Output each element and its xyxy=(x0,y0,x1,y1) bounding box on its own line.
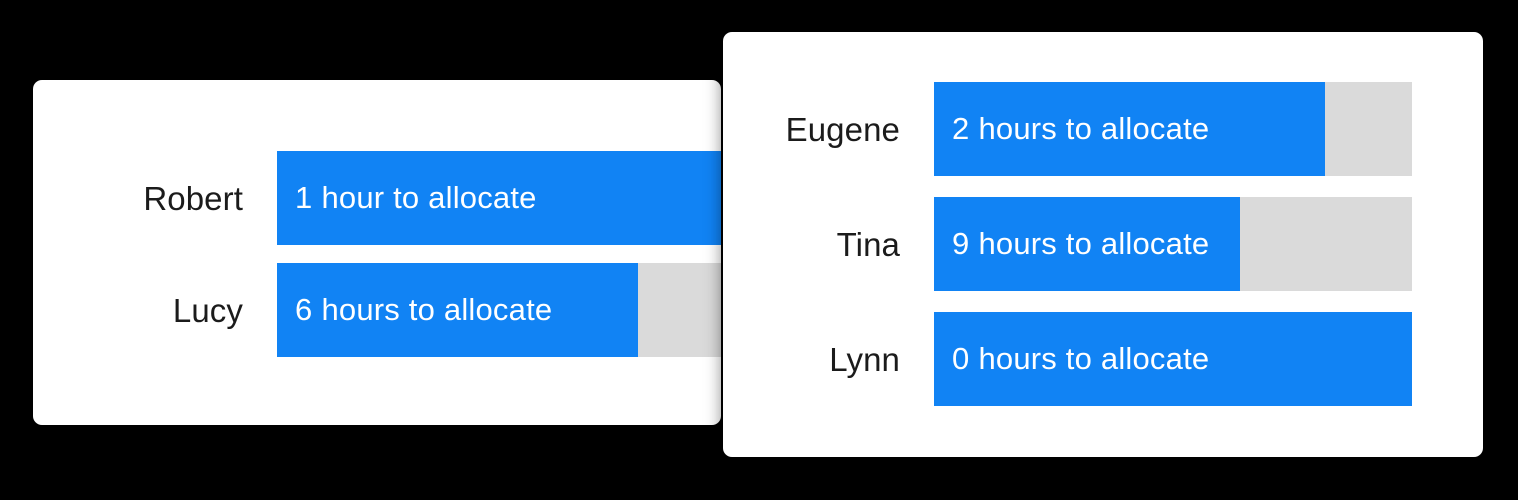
allocation-unit-tina: hours to allocate xyxy=(978,226,1210,261)
allocation-amount-lynn: 0 xyxy=(952,341,970,376)
allocation-track-robert[interactable]: 1 hour to allocate xyxy=(277,151,721,245)
allocation-amount-lucy: 6 xyxy=(295,292,313,327)
allocation-row-lucy[interactable]: Lucy 6 hours to allocate xyxy=(33,263,721,357)
allocation-track-lucy[interactable]: 6 hours to allocate xyxy=(277,263,721,357)
allocation-unit-lucy: hours to allocate xyxy=(321,292,553,327)
allocation-row-list-left: Robert 1 hour to allocate Lucy 6 hours t… xyxy=(33,80,721,425)
allocation-label-lynn: 0 hours to allocate xyxy=(934,312,1209,406)
allocation-fill-tina xyxy=(934,197,1240,291)
person-name-robert: Robert xyxy=(143,179,243,217)
allocation-fill-robert xyxy=(277,151,721,245)
allocation-unit-lynn: hours to allocate xyxy=(978,341,1210,376)
allocation-track-eugene[interactable]: 2 hours to allocate xyxy=(934,82,1412,176)
allocation-row-eugene[interactable]: Eugene 2 hours to allocate xyxy=(723,82,1483,176)
allocation-card-right: Eugene 2 hours to allocate Tina 9 hours … xyxy=(723,32,1483,457)
allocation-fill-lucy xyxy=(277,263,638,357)
allocation-amount-tina: 9 xyxy=(952,226,970,261)
allocation-label-robert: 1 hour to allocate xyxy=(277,151,537,245)
allocation-label-eugene: 2 hours to allocate xyxy=(934,82,1209,176)
allocation-fill-lynn xyxy=(934,312,1412,406)
allocation-row-robert[interactable]: Robert 1 hour to allocate xyxy=(33,151,721,245)
allocation-row-list-right: Eugene 2 hours to allocate Tina 9 hours … xyxy=(723,32,1483,457)
allocation-label-tina: 9 hours to allocate xyxy=(934,197,1209,291)
allocation-label-lucy: 6 hours to allocate xyxy=(277,263,552,357)
allocation-track-tina[interactable]: 9 hours to allocate xyxy=(934,197,1412,291)
allocation-row-tina[interactable]: Tina 9 hours to allocate xyxy=(723,197,1483,291)
person-name-tina: Tina xyxy=(836,225,900,263)
allocation-fill-eugene xyxy=(934,82,1325,176)
person-name-lucy: Lucy xyxy=(172,291,243,329)
allocation-amount-robert: 1 xyxy=(295,180,313,215)
allocation-card-left: Robert 1 hour to allocate Lucy 6 hours t… xyxy=(33,80,721,425)
person-name-eugene: Eugene xyxy=(785,110,900,148)
allocation-amount-eugene: 2 xyxy=(952,111,970,146)
allocation-unit-robert: hour to allocate xyxy=(321,180,537,215)
allocation-row-lynn[interactable]: Lynn 0 hours to allocate xyxy=(723,312,1483,406)
allocation-track-lynn[interactable]: 0 hours to allocate xyxy=(934,312,1412,406)
allocation-unit-eugene: hours to allocate xyxy=(978,111,1210,146)
person-name-lynn: Lynn xyxy=(829,340,900,378)
